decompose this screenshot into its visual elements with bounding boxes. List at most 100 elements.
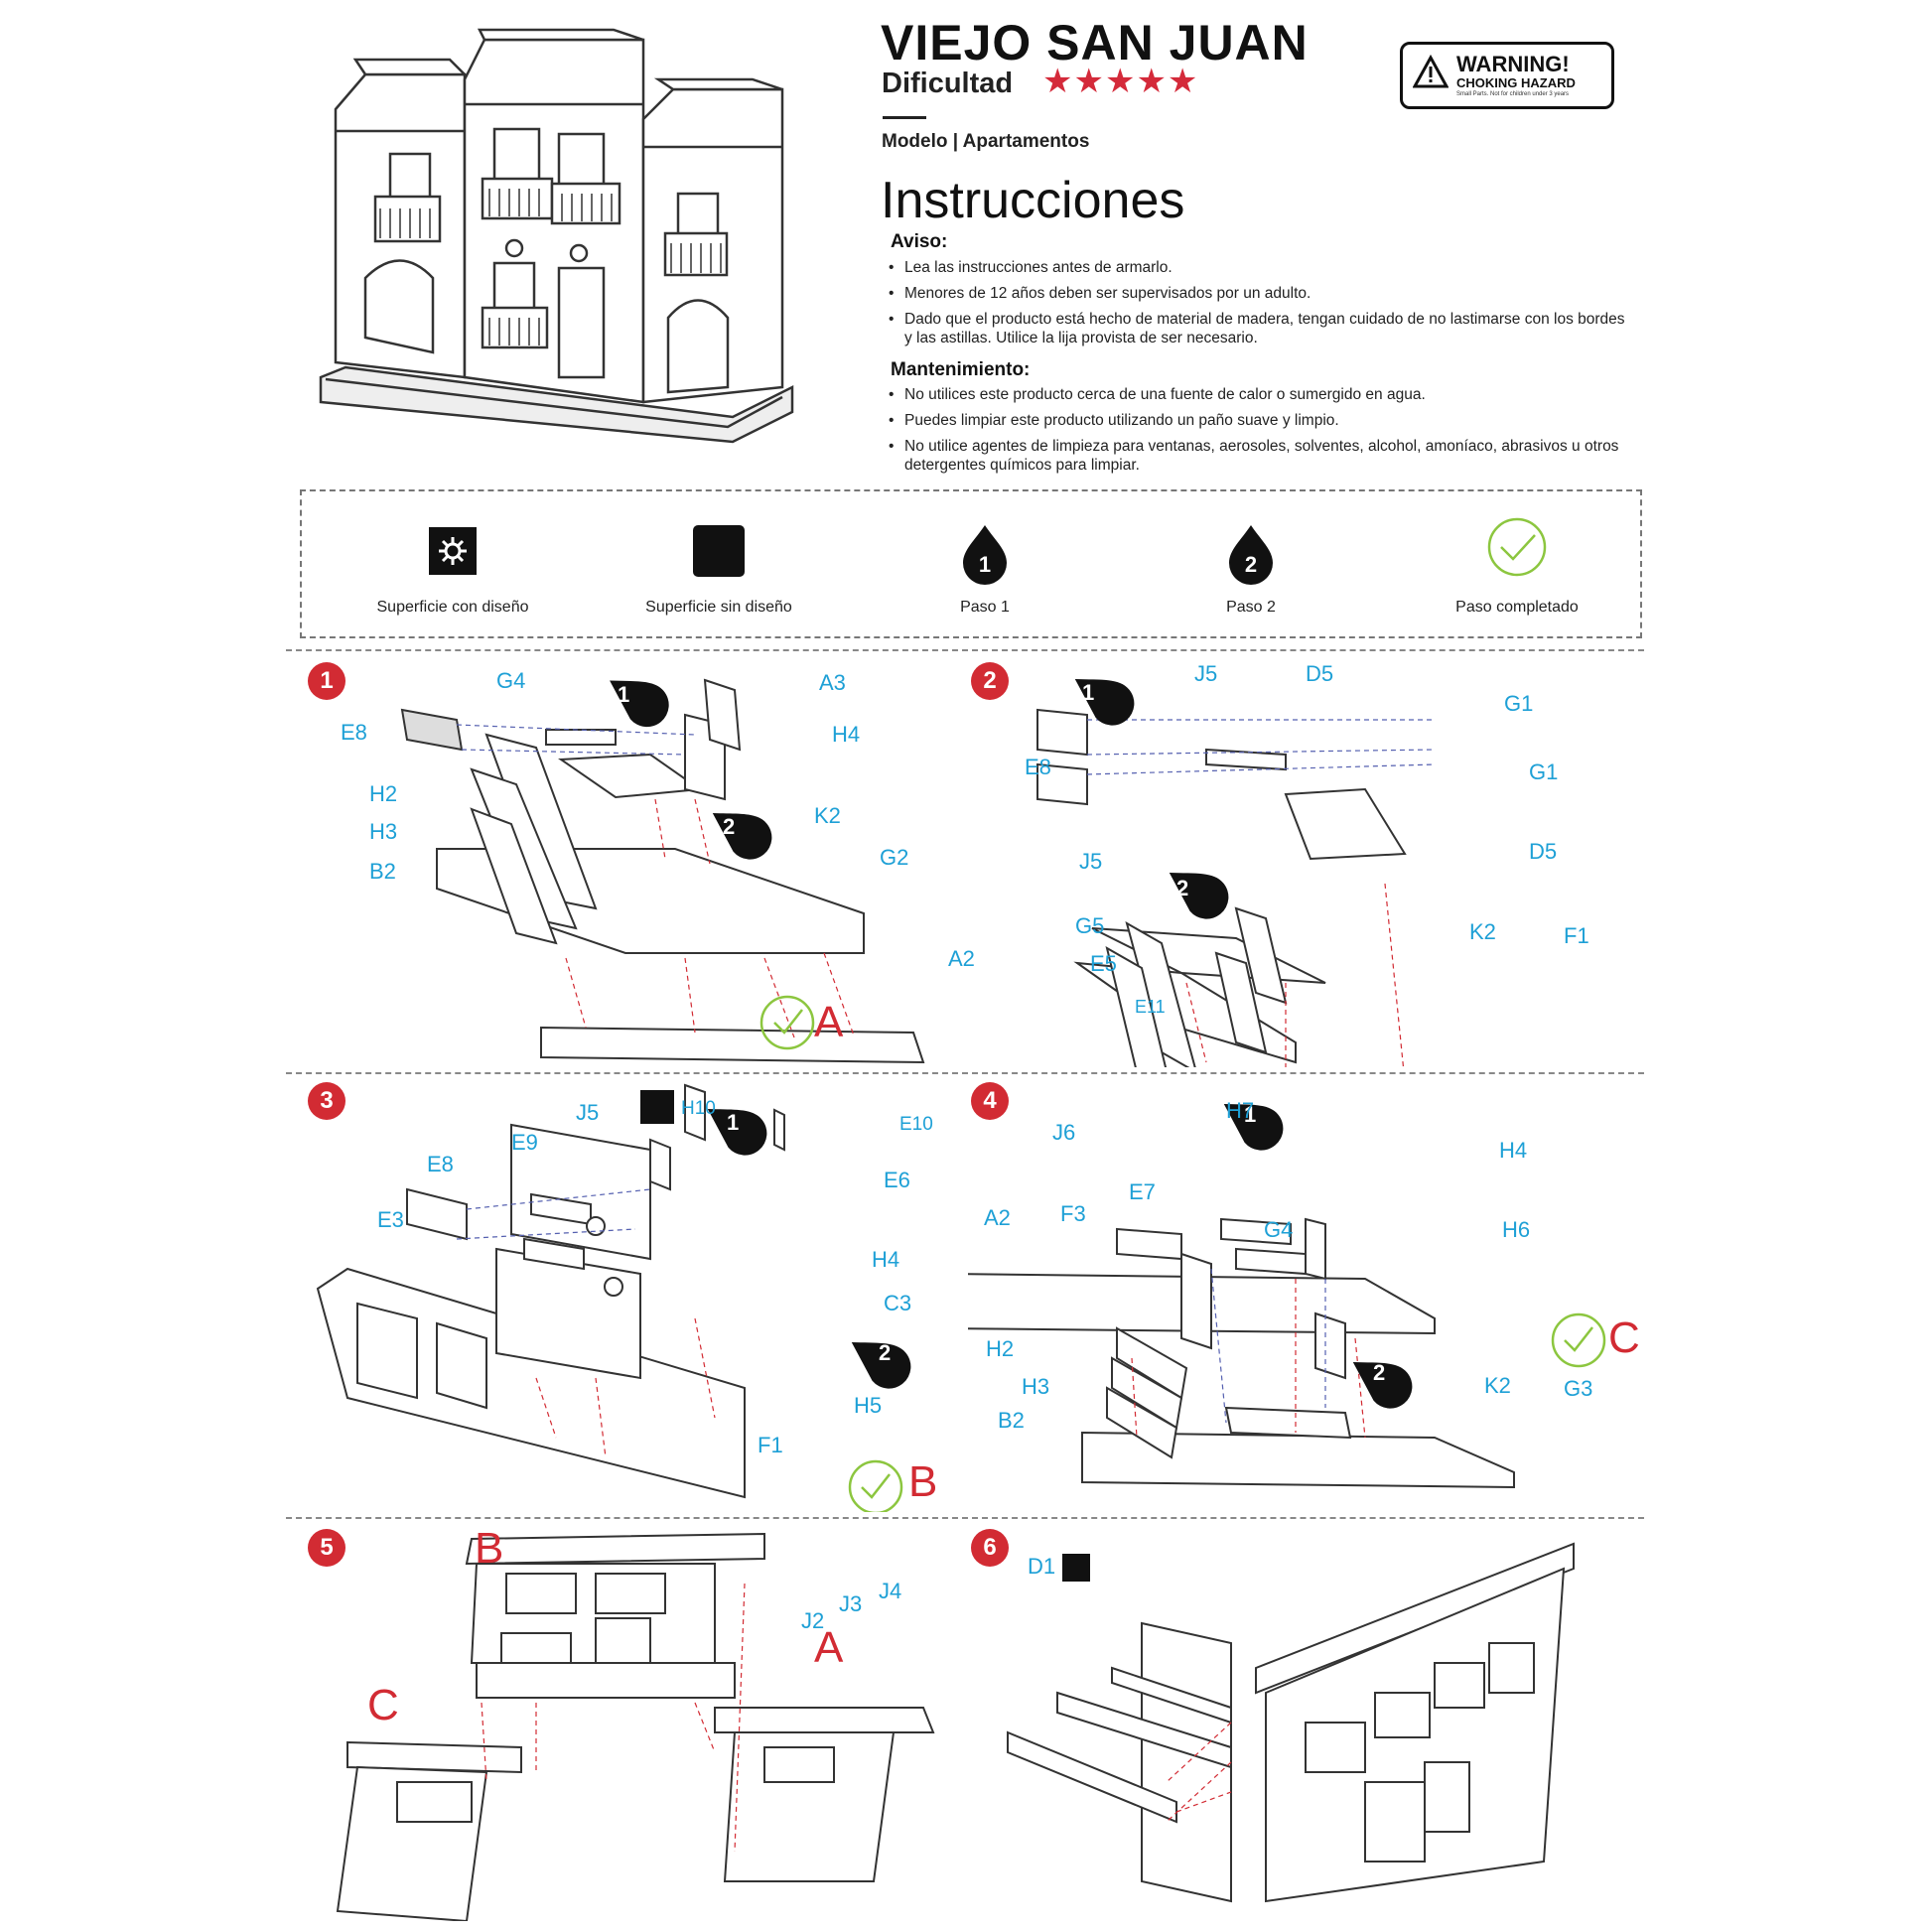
header-rule	[883, 116, 926, 119]
part-label: G4	[496, 668, 526, 693]
part-label: G1	[1504, 691, 1534, 716]
svg-text:1: 1	[979, 552, 991, 577]
part-label: K2	[1469, 919, 1496, 944]
completed-letter: C	[1608, 1313, 1640, 1362]
warning-subtitle: CHOKING HAZARD	[1456, 75, 1576, 90]
completed-letter: A	[814, 998, 844, 1046]
sun-pattern-icon	[429, 527, 477, 575]
check-circle-icon	[1487, 517, 1547, 577]
list-item: Dado que el producto está hecho de mater…	[889, 310, 1633, 347]
step-2-panel: 2 1 2 J5 D5 G1 E8 G1 J5 D5 G5 K	[968, 655, 1643, 1067]
legend-label-step2: Paso 2	[1226, 599, 1276, 616]
step-2-diagram	[1036, 679, 1436, 1067]
difficulty-stars: ★★★★★	[1042, 63, 1199, 100]
part-label: H3	[1022, 1374, 1050, 1399]
part-label: C3	[884, 1291, 912, 1315]
warning-small-print: Small Parts. Not for children under 3 ye…	[1456, 91, 1570, 97]
part-label: B2	[998, 1408, 1025, 1433]
part-label: H7	[1226, 1098, 1255, 1123]
part-label: E8	[341, 720, 367, 745]
part-label: E7	[1129, 1179, 1156, 1204]
part-label: F1	[758, 1433, 783, 1457]
divider	[286, 1072, 1644, 1074]
step-3-panel: 3 1 2 B J5 H10 E10 E8	[298, 1080, 973, 1512]
choking-hazard-warning: WARNING! CHOKING HAZARD Small Parts. Not…	[1400, 42, 1614, 109]
legend-label-patterned: Superficie con diseño	[376, 599, 529, 616]
part-label: B2	[369, 859, 396, 884]
part-label: H2	[369, 781, 398, 806]
sub-step-1: 1	[727, 1110, 740, 1135]
part-label: H6	[1502, 1217, 1531, 1242]
part-label: E9	[511, 1130, 538, 1155]
black-square-icon	[693, 525, 745, 577]
step-number: 5	[308, 1529, 345, 1567]
part-label: D1	[1028, 1554, 1056, 1579]
step-6-panel: 6 D1 J3 J4 J2	[801, 1524, 1643, 1921]
part-label: J2	[801, 1608, 825, 1633]
step-6-diagram	[1007, 1542, 1575, 1903]
part-label: D5	[1529, 839, 1558, 864]
step-4-diagram	[968, 1104, 1606, 1489]
part-label: J4	[879, 1579, 902, 1603]
sub-step-1: 1	[1244, 1102, 1257, 1127]
legend-box: Superficie con diseño Superficie sin dis…	[300, 489, 1642, 638]
completed-letter: B	[908, 1457, 938, 1506]
part-label: J5	[576, 1100, 600, 1125]
step-number: 2	[971, 662, 1009, 700]
page-title: VIEJO SAN JUAN	[881, 15, 1309, 70]
step-4-panel: 4 1 2 C H7 J6 H4 E7 A2 F3	[968, 1080, 1643, 1512]
mantenimiento-list: No utilices este producto cerca de una f…	[889, 385, 1633, 482]
step-1-diagram	[400, 678, 925, 1064]
step-number: 6	[971, 1529, 1009, 1567]
step-5-diagram	[336, 1532, 935, 1921]
svg-text:2: 2	[1245, 552, 1257, 577]
sub-step-2: 2	[723, 814, 736, 839]
part-label: H4	[872, 1247, 900, 1272]
divider	[286, 649, 1644, 651]
part-group-letter: C	[367, 1681, 399, 1729]
part-label: H2	[986, 1336, 1015, 1361]
part-label: F1	[1564, 923, 1589, 948]
drop-2-icon: 2	[1229, 525, 1273, 585]
list-item: Puedes limpiar este producto utilizando …	[889, 411, 1633, 430]
warning-triangle-icon	[1413, 55, 1449, 88]
part-label: G5	[1075, 913, 1105, 938]
step-number: 3	[308, 1082, 345, 1120]
part-label: E8	[427, 1152, 454, 1176]
part-label: F3	[1060, 1201, 1086, 1226]
part-label: G3	[1564, 1376, 1593, 1401]
difficulty-label: Dificultad	[882, 68, 1014, 99]
part-label: E3	[377, 1207, 404, 1232]
part-label: D5	[1306, 661, 1334, 686]
part-label: E5	[1090, 951, 1117, 976]
step-5-panel: 5 B A C	[298, 1524, 973, 1921]
part-label: E10	[899, 1114, 933, 1135]
legend-label-completed: Paso completado	[1455, 599, 1579, 616]
step-number: 1	[308, 662, 345, 700]
part-label: J5	[1194, 661, 1218, 686]
aviso-heading: Aviso:	[891, 231, 948, 252]
list-item: No utilice agentes de limpieza para vent…	[889, 437, 1633, 475]
part-label: H4	[832, 722, 861, 747]
part-label: E8	[1025, 755, 1051, 779]
list-item: Menores de 12 años deben ser supervisado…	[889, 284, 1633, 303]
part-label: J5	[1079, 849, 1103, 874]
part-label: K2	[1484, 1373, 1511, 1398]
step-3-diagram	[316, 1083, 911, 1512]
sub-step-2: 2	[879, 1340, 892, 1365]
part-label: H5	[854, 1393, 883, 1418]
part-label: G1	[1529, 759, 1559, 784]
sub-step-2: 2	[1373, 1360, 1386, 1385]
part-group-letter: B	[475, 1524, 504, 1573]
part-label: H4	[1499, 1138, 1528, 1163]
part-label: A3	[819, 670, 846, 695]
legend-label-step1: Paso 1	[960, 599, 1010, 616]
part-label: J3	[839, 1591, 863, 1616]
step-number: 4	[971, 1082, 1009, 1120]
model-label: Modelo | Apartamentos	[882, 131, 1090, 152]
aviso-list: Lea las instrucciones antes de armarlo. …	[889, 258, 1633, 354]
mantenimiento-heading: Mantenimiento:	[891, 359, 1031, 380]
part-label: K2	[814, 803, 841, 828]
step-1-panel: 1 1 2 A G4 A3 E8 H4 H2	[298, 660, 975, 1067]
drop-1-icon: 1	[963, 525, 1007, 585]
